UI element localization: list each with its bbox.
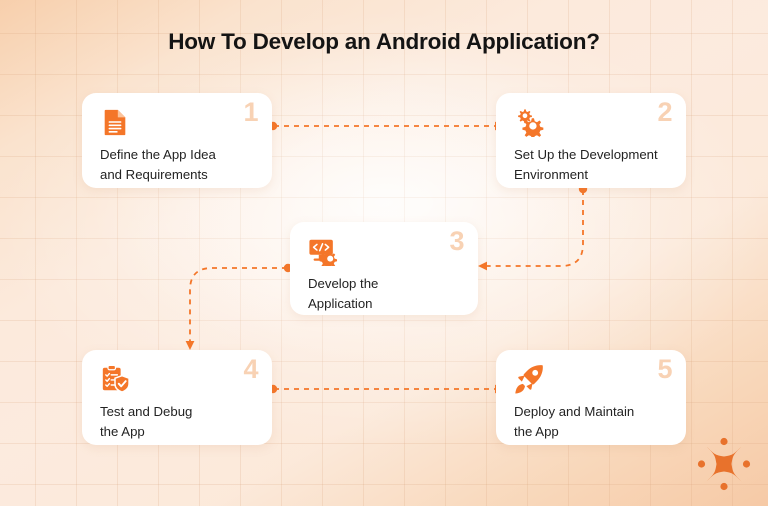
step-card-2[interactable]: 2 Set Up the Development Environment: [496, 93, 686, 188]
connector-step1-to-step2: [268, 121, 504, 131]
connector-step3-to-step4: [185, 263, 293, 350]
step-number: 5: [657, 354, 672, 384]
rocket-icon: [514, 364, 544, 394]
page-title: How To Develop an Android Application?: [168, 29, 600, 54]
step-number: 3: [449, 226, 464, 256]
gears-icon: [514, 107, 544, 140]
step-label: Deploy and Maintain the App: [514, 404, 635, 440]
document-icon: [100, 107, 130, 137]
step-number: 2: [657, 97, 672, 127]
four-point-star-logo: [697, 437, 751, 491]
connector-step4-to-step5: [268, 384, 504, 394]
connector-step2-to-step3: [478, 184, 588, 271]
step-number: 1: [243, 97, 258, 127]
step-number: 4: [243, 354, 258, 384]
step-card-1[interactable]: 1 Define the App Idea and Requirements: [82, 93, 272, 188]
step-label: Develop the Application: [308, 276, 379, 312]
step-label: Define the App Idea and Requirements: [100, 147, 216, 183]
step-card-5[interactable]: 5 Deploy and Maintain the App: [496, 350, 686, 445]
step-label: Test and Debug the App: [100, 404, 193, 440]
clipboard-check-shield-icon: [100, 364, 130, 394]
step-card-4[interactable]: 4 Test and Debug the App: [82, 350, 272, 445]
step-card-3[interactable]: 3 Develop the Application: [290, 222, 478, 315]
step-label: Set Up the Development Environment: [514, 147, 658, 183]
code-monitor-icon: [308, 236, 338, 269]
